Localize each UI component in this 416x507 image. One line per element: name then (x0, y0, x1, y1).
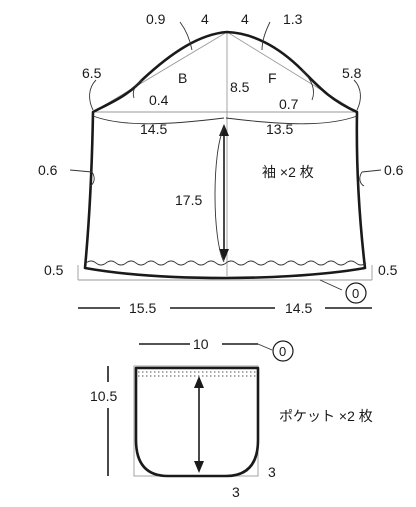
leader-cap-left (179, 21, 193, 51)
pocket-height-label: 10.5 (90, 388, 117, 404)
cap-edge-left-label: 0.9 (146, 11, 166, 27)
pocket-piece-label: ポケット ×2 枚 (279, 408, 373, 424)
sleeve-seam-allowance-label: 0 (352, 286, 359, 301)
leader-side-left (69, 169, 93, 173)
cap-right-curve-label: 0.7 (279, 96, 299, 112)
cap-edge-right-label: 1.3 (283, 11, 303, 27)
pocket-corner-bottom-label: 3 (232, 484, 240, 500)
cap-left-curve-label: 0.4 (149, 92, 169, 108)
pocket-width-label: 10 (193, 336, 209, 352)
leader-left-curve (132, 79, 143, 99)
length-arrow-down (219, 249, 229, 261)
leader-side-right (361, 169, 382, 173)
pocket-seam-allowance-circle (272, 340, 294, 362)
side-right-label: 0.6 (384, 162, 404, 178)
width-right-bracket (225, 115, 358, 125)
front-mark-label: F (268, 70, 277, 86)
pocket-zero-leader (257, 343, 273, 351)
hem-right-label: 0.5 (378, 262, 398, 278)
cap-left-guide (92, 31, 228, 113)
leader-side-right-curve (359, 171, 365, 187)
leader-left-diag (89, 79, 97, 111)
leader-cap-right (261, 21, 271, 51)
pocket-seam-allowance-label: 0 (279, 344, 286, 359)
pocket-arrow-up (194, 376, 204, 388)
leader-right-curve (301, 69, 314, 101)
pocket-outline (134, 366, 260, 478)
hem-stitch-wave (85, 260, 367, 266)
bottom-right-label: 14.5 (285, 300, 312, 316)
back-mark-label: B (178, 70, 187, 86)
cap-top-left-label: 4 (201, 11, 209, 27)
length-arrow-up (219, 124, 229, 136)
pocket-piece: 10 0 10.5 ポケット ×2 枚 3 3 (90, 336, 373, 500)
cap-right-diag-label: 5.8 (342, 65, 362, 81)
sleeve-piece: 0.9 4 4 1.3 B F 8.5 6.5 5.8 0.4 0.7 14.5… (38, 11, 404, 316)
leader-right-diag (353, 79, 361, 111)
leader-side-left-curve (89, 171, 95, 187)
pocket-arrow-down (194, 461, 204, 473)
length-bracket (214, 127, 225, 263)
width-left-label: 14.5 (140, 121, 167, 137)
sleeve-seam-allowance-circle (345, 282, 367, 304)
pocket-corner-side-label: 3 (268, 464, 276, 480)
side-left-label: 0.6 (38, 162, 58, 178)
width-left-bracket (92, 115, 225, 125)
sleeve-piece-label: 袖 ×2 枚 (262, 164, 314, 180)
hem-left-label: 0.5 (44, 262, 64, 278)
cap-height-label: 8.5 (230, 79, 250, 95)
width-right-label: 13.5 (266, 121, 293, 137)
pocket-guide-rect (133, 365, 259, 477)
length-label: 17.5 (175, 192, 202, 208)
sleeve-outline (83, 30, 367, 280)
cap-left-diag-label: 6.5 (82, 65, 102, 81)
sleeve-zero-leader (319, 279, 343, 291)
cap-top-right-label: 4 (241, 11, 249, 27)
bottom-left-label: 15.5 (129, 300, 156, 316)
